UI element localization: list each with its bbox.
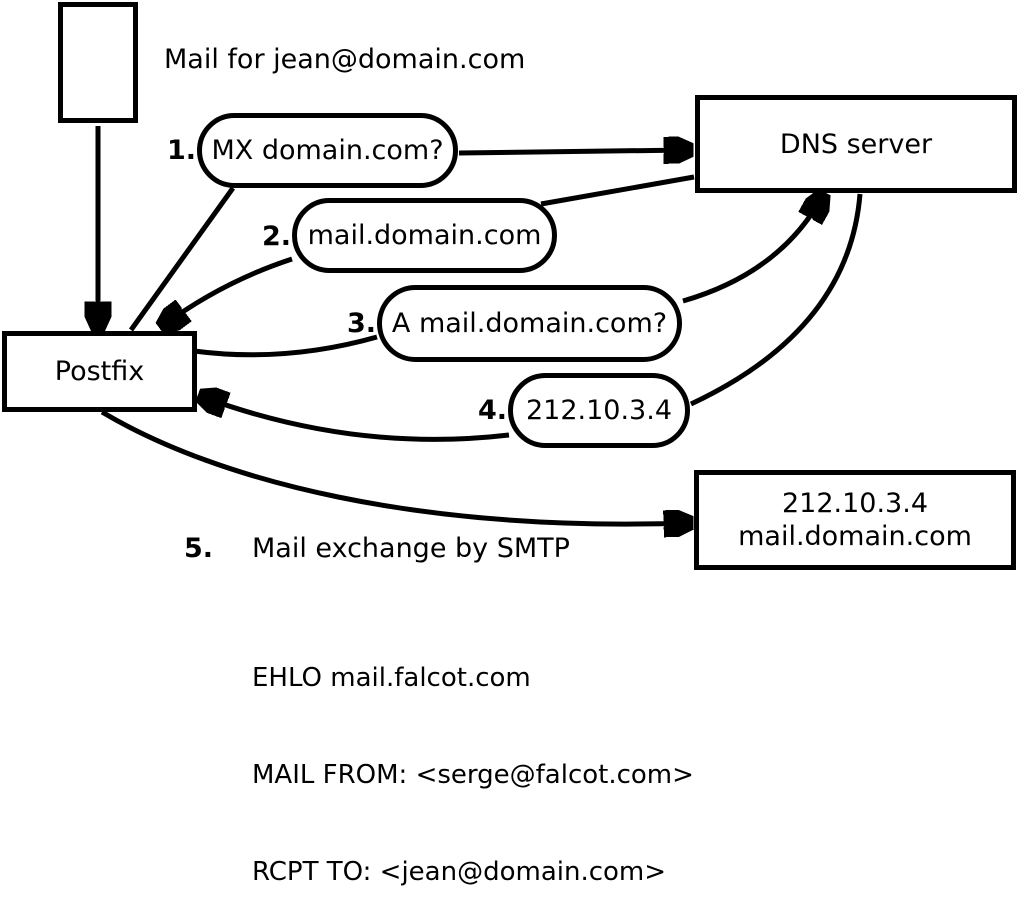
query1-to-dns-arrow [458, 150, 688, 153]
step-4-badge: 4. [477, 395, 507, 426]
mail-server-hostname: mail.domain.com [738, 521, 972, 552]
step-5-badge: 5. [183, 533, 213, 564]
step-3-label: A mail.domain.com? [391, 308, 668, 339]
answer2-to-postfix-arrow [164, 256, 293, 325]
postfix-to-mailserver-arrow [100, 409, 688, 524]
step-4-label: 212.10.3.4 [526, 395, 672, 426]
step-3-pill: A mail.domain.com? [377, 285, 682, 362]
dns-server-node: DNS server [695, 95, 1017, 193]
mail-server-ip: 212.10.3.4 [782, 488, 928, 519]
dns-server-label: DNS server [779, 128, 933, 160]
mail-heading: Mail for jean@domain.com [164, 44, 526, 75]
step-1-label: MX domain.com? [211, 135, 444, 166]
step-5-label: Mail exchange by SMTP [252, 533, 570, 564]
dns-to-answer4-line [689, 193, 863, 407]
smtp-line: EHLO mail.falcot.com [252, 663, 531, 694]
smtp-line: RCPT TO: <jean@domain.com> [252, 856, 667, 887]
postfix-to-query3-line [193, 334, 378, 358]
step-3-badge: 3. [346, 308, 376, 339]
mail-envelope-shape [58, 2, 138, 123]
step-2-pill: mail.domain.com [292, 198, 557, 273]
step-1-badge: 1. [166, 135, 196, 166]
postfix-to-query1-line [128, 186, 236, 332]
smtp-transcript: EHLO mail.falcot.com MAIL FROM: <serge@f… [252, 598, 694, 919]
dns-to-answer2-line [540, 174, 695, 207]
query3-to-dns-arrow [682, 197, 822, 304]
step-2-badge: 2. [261, 221, 291, 252]
step-1-pill: MX domain.com? [197, 113, 458, 188]
answer4-to-postfix-arrow [203, 397, 510, 442]
step-2-label: mail.domain.com [307, 220, 542, 251]
postfix-label: Postfix [54, 356, 145, 387]
smtp-line: MAIL FROM: <serge@falcot.com> [252, 760, 694, 791]
mail-server-node: 212.10.3.4 mail.domain.com [694, 470, 1016, 570]
step-4-pill: 212.10.3.4 [508, 373, 690, 448]
postfix-node: Postfix [2, 331, 197, 412]
